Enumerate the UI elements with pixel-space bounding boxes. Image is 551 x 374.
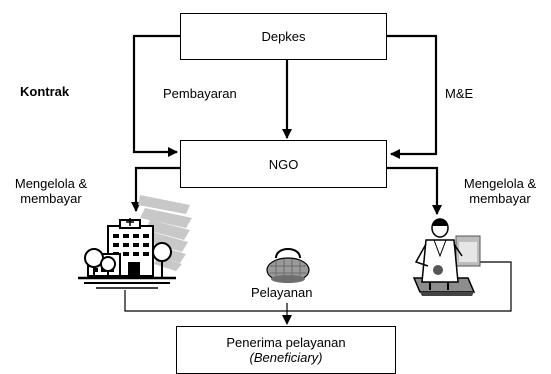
depkes-box: Depkes bbox=[180, 13, 387, 60]
arrow-me bbox=[387, 34, 438, 159]
doctor-icon bbox=[412, 218, 481, 296]
beneficiary-box: Penerima pelayanan (Beneficiary) bbox=[176, 326, 396, 374]
arrow-ngo-to-doctor bbox=[387, 166, 442, 215]
arrow-ngo-to-hospital bbox=[131, 166, 180, 212]
hospital-icon bbox=[78, 195, 192, 289]
line-doctor-to-beneficiary bbox=[287, 261, 512, 312]
left-manage-line2: membayar bbox=[20, 191, 82, 206]
line-hospital-to-beneficiary bbox=[124, 290, 287, 312]
pembayaran-label: Pembayaran bbox=[163, 86, 237, 101]
beneficiary-label: Penerima pelayanan bbox=[226, 335, 346, 350]
kontrak-label: Kontrak bbox=[20, 84, 70, 99]
me-label: M&E bbox=[445, 86, 474, 101]
right-manage-line1: Mengelola & bbox=[463, 176, 537, 191]
handbag-icon bbox=[266, 248, 310, 283]
pelayanan-label: Pelayanan bbox=[251, 285, 313, 300]
arrow-kontrak bbox=[132, 34, 180, 157]
ngo-box: NGO bbox=[180, 140, 387, 188]
right-manage-line2: membayar bbox=[469, 191, 531, 206]
beneficiary-sublabel: (Beneficiary) bbox=[249, 350, 323, 365]
right-manage-label: Mengelola & membayar bbox=[455, 176, 545, 206]
ngo-label: NGO bbox=[268, 156, 299, 172]
depkes-label: Depkes bbox=[261, 29, 306, 44]
left-manage-label: Mengelola & membayar bbox=[6, 176, 96, 206]
left-manage-line1: Mengelola & bbox=[14, 176, 88, 191]
